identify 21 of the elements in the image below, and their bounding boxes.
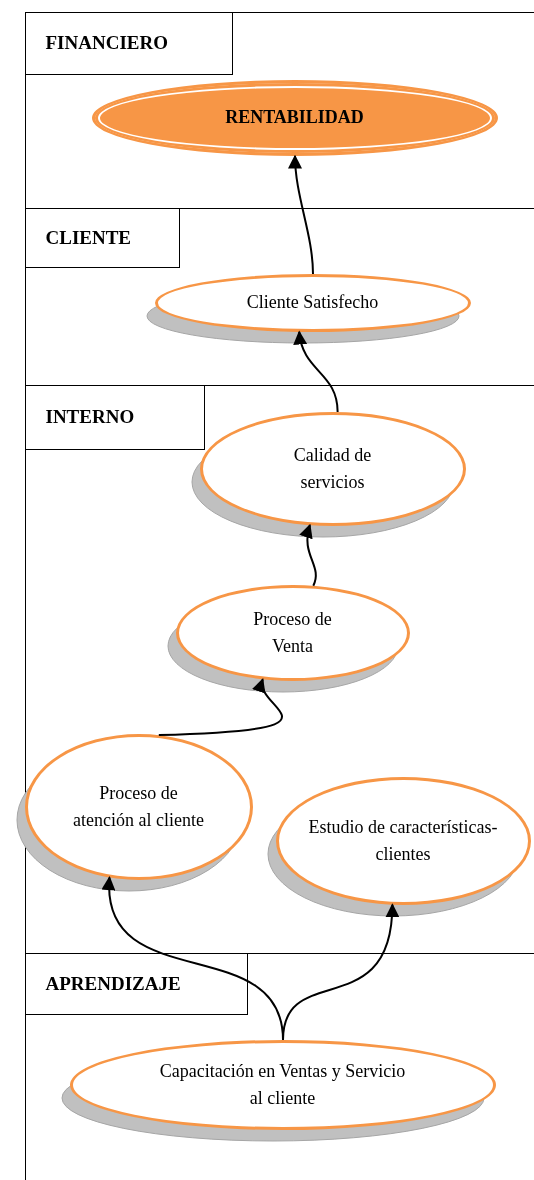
node-label: Estudio de características-clientes (307, 816, 499, 866)
band-section (25, 385, 534, 953)
node-label: Calidad de servicios (292, 444, 373, 494)
arrow (288, 154, 314, 275)
arrow (299, 523, 317, 587)
node-label: Proceso de atención al cliente (72, 782, 205, 832)
band-section (25, 12, 534, 208)
arrow (157, 677, 283, 737)
node-label: Proceso de Venta (252, 608, 333, 658)
arrow (282, 903, 399, 1041)
arrow (294, 330, 339, 414)
node-label: Cliente Satisfecho (245, 291, 380, 315)
ellipse-node (24, 733, 253, 880)
section-header: INTERNO (24, 384, 205, 450)
band-section (25, 208, 534, 385)
section-header: FINANCIERO (24, 11, 233, 75)
section-header: APRENDIZAJE (24, 952, 248, 1015)
node-label: Capacitación en Ventas y Servicio al cliente (158, 1060, 407, 1110)
band-section (25, 953, 534, 1180)
node-label: RENTABILIDAD (224, 106, 365, 130)
section-header: CLIENTE (24, 207, 180, 268)
